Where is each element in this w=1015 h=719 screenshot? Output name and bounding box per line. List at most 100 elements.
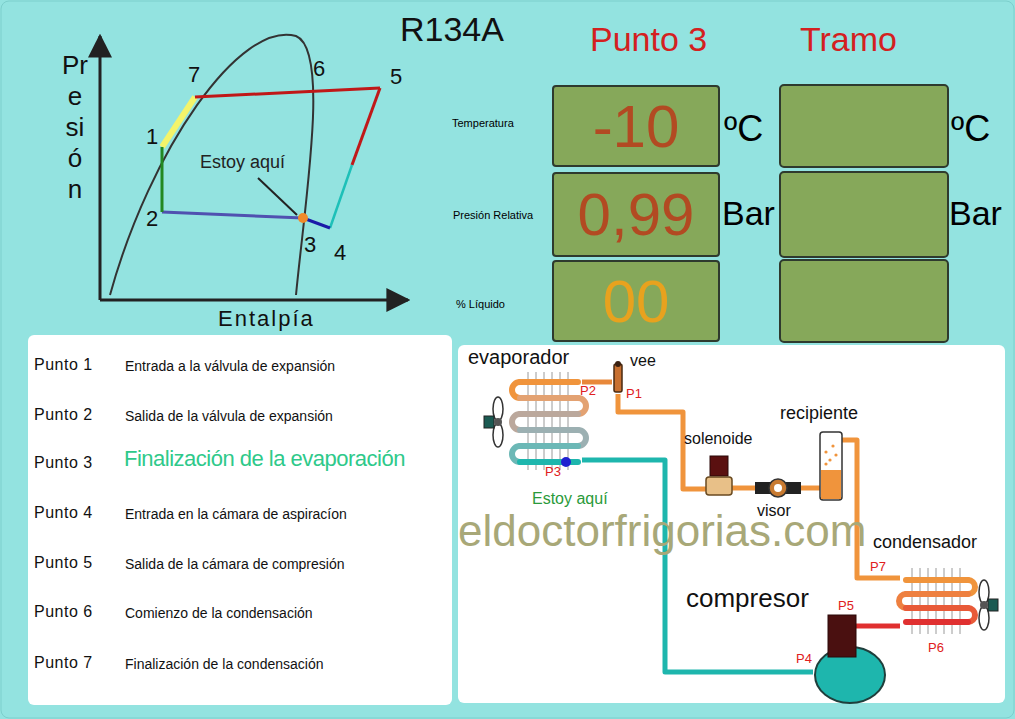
point-description: Comienzo de la condensación (125, 605, 313, 621)
point-number: 1 (146, 124, 158, 149)
point-name: Punto 6 (34, 603, 93, 621)
sight-glass: visor (755, 478, 801, 498)
component-label: compresor (686, 584, 809, 614)
condenser-fan-part (980, 601, 988, 609)
refrigerant-pipe (582, 460, 813, 672)
display-value: -10 (593, 92, 680, 161)
component-label: vee (630, 352, 656, 370)
condenser-coil-part (906, 577, 968, 583)
ph-chart-part (162, 212, 303, 218)
ph-chart-part (162, 97, 195, 147)
pressure-display: 0,99 (552, 172, 720, 257)
title: R134A (400, 10, 504, 49)
receiver-tank (820, 432, 842, 500)
ph-chart-part (161, 147, 164, 212)
axis-label: Presión (62, 50, 88, 205)
point-number: 4 (334, 240, 346, 265)
point-description: Entrada a la válvula de expansión (125, 358, 335, 374)
sight-glass-part (769, 479, 787, 497)
compressor-part (828, 615, 856, 657)
condenser-coil-part (906, 605, 968, 611)
point-name: Punto 3 (34, 454, 93, 472)
receiver-tank-part (831, 444, 834, 447)
callout: Estoy aquí (532, 490, 608, 508)
sight-glass (755, 479, 801, 497)
row-label: % Líquido (456, 298, 505, 311)
evaporator-fan-part (494, 418, 502, 426)
tramo-displays (780, 85, 948, 342)
receiver-tank-part (834, 453, 837, 456)
liquid-display: 00 (552, 260, 720, 342)
ph-chart-part (258, 178, 297, 215)
point-description: Finalización de la condensación (125, 656, 323, 672)
point-name: Punto 5 (34, 554, 93, 572)
expansion-valve (614, 361, 622, 392)
solenoid-valve-part (710, 456, 728, 476)
pipe-point: P3 (545, 465, 561, 480)
solenoid-valve-part (706, 477, 732, 495)
pipe-point: P1 (626, 387, 642, 402)
row-label: Temperatura (452, 117, 514, 130)
ph-chart-part (352, 88, 380, 165)
point-name: Punto 1 (34, 356, 93, 374)
unit: Bar (722, 194, 775, 233)
component-label: recipiente (780, 403, 858, 424)
compressor-part (856, 624, 887, 629)
receiver-tank-part (824, 462, 827, 465)
schematic-panel (458, 345, 1005, 703)
legend-panel (28, 335, 452, 705)
evaporator-fins-part (544, 372, 545, 470)
refrigerant-pipe (732, 486, 755, 491)
expansion-valve-part (614, 364, 622, 392)
point-number: 6 (313, 56, 325, 81)
ph-chart-part (298, 213, 308, 223)
condenser-fan-part (988, 599, 998, 611)
unit: Bar (949, 194, 1002, 233)
pipe-point: P5 (838, 599, 854, 614)
condenser-coil-part (906, 591, 968, 597)
pipe-point: P4 (796, 652, 812, 667)
evaporator-coil-part (520, 443, 578, 449)
condenser-coil (899, 580, 975, 622)
condenser-coil-part (906, 619, 968, 625)
point-name: Punto 4 (34, 504, 93, 522)
evaporator-fan-part (484, 416, 494, 428)
evaporator-fins (528, 372, 568, 470)
pipe-point: P2 (580, 384, 596, 399)
compressor: compresor (813, 615, 887, 704)
receiver-tank-part (821, 470, 841, 499)
ph-chart-part (99, 36, 102, 300)
pipe-point: P6 (928, 641, 944, 656)
receiver-tank: recipiente (820, 432, 842, 500)
evaporator-fins-part (552, 372, 553, 470)
point-description: Salida de la válvula de expansión (125, 408, 333, 424)
unit: ºC (951, 108, 990, 149)
point-name: Punto 2 (34, 406, 93, 424)
evaporator-fins-part (536, 372, 537, 470)
expansion-valve: vee (612, 360, 624, 394)
tramo-displays-part (780, 85, 948, 167)
condenser-fan (979, 580, 998, 630)
condenser: condensador (900, 570, 974, 630)
point-number: 2 (146, 206, 158, 231)
evaporator-fins-part (560, 372, 561, 470)
point-number: 7 (188, 62, 200, 87)
solenoid-valve: solenoide (706, 455, 732, 497)
compressor (815, 615, 887, 703)
tramo-displays-part (780, 260, 948, 342)
axis-label: Entalpía (218, 306, 315, 331)
ph-chart (100, 35, 408, 300)
evaporator-coil-part (520, 427, 578, 433)
solenoid-valve (706, 456, 732, 495)
evaporator-fins-part (568, 372, 569, 470)
point-name: Punto 7 (34, 654, 93, 672)
point-number: 3 (304, 232, 316, 257)
display-value: 00 (603, 267, 670, 336)
tramo-displays-part (780, 172, 948, 257)
receiver-tank-part (820, 432, 842, 500)
refrigerant-pipe (801, 486, 820, 491)
temperature-display: -10 (552, 85, 720, 167)
display-value: 0,99 (578, 180, 695, 249)
component-label: condensador (873, 532, 977, 553)
